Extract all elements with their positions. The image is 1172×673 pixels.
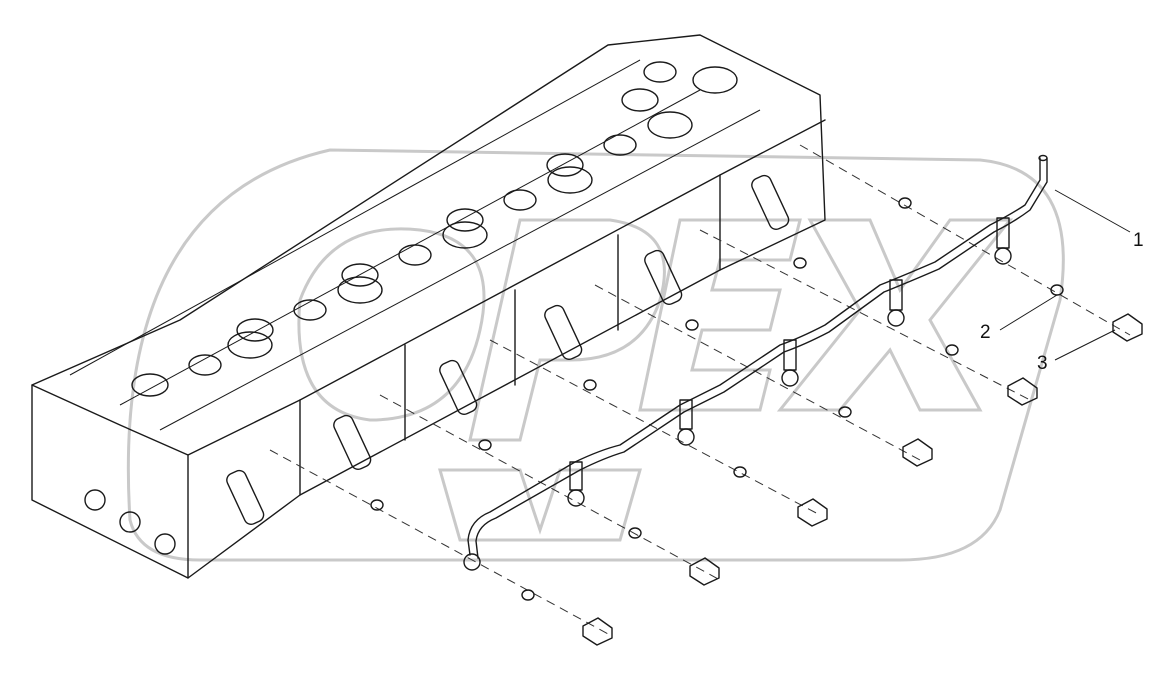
banjo-bolts <box>582 313 1143 646</box>
banjo-pipe-assembly <box>463 154 1048 571</box>
cylinder-5-ports <box>546 111 693 306</box>
cylinder-4-ports <box>446 166 593 361</box>
cylinder-2-ports <box>236 276 383 471</box>
callout-1: 1 <box>1133 230 1144 251</box>
callout-3: 3 <box>1037 353 1048 374</box>
cylinder-head-assembly <box>31 34 826 579</box>
cylinder-3-ports <box>341 221 488 416</box>
callout-2: 2 <box>980 322 991 343</box>
watermark-logo <box>126 148 1065 562</box>
sealing-washers <box>370 197 1064 601</box>
cylinder-1-ports <box>84 331 273 555</box>
assembly-lines <box>269 144 1131 636</box>
cylinder-6-ports <box>621 61 790 231</box>
leader-lines <box>999 189 1131 361</box>
